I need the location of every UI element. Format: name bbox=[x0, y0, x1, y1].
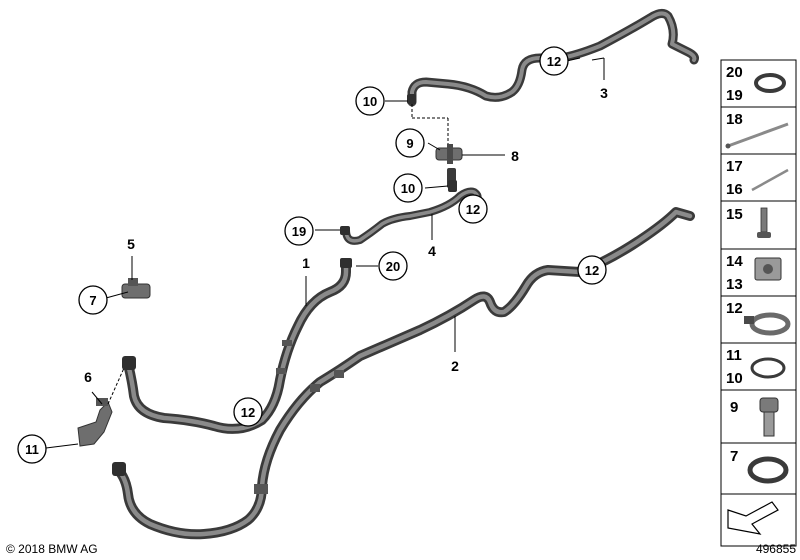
svg-text:12: 12 bbox=[585, 263, 599, 278]
o-ring-icon bbox=[754, 73, 786, 93]
label-8: 8 bbox=[511, 148, 519, 164]
o-ring-icon bbox=[750, 357, 786, 379]
svg-text:9: 9 bbox=[730, 399, 738, 416]
svg-text:16: 16 bbox=[726, 181, 743, 198]
callout-12-mid: 12 bbox=[458, 194, 488, 224]
hose-1 bbox=[122, 258, 352, 434]
sidebar-row-9: 9 bbox=[730, 397, 779, 437]
callout-10-top: 10 bbox=[355, 86, 385, 116]
svg-text:19: 19 bbox=[292, 224, 306, 239]
sidebar-row-arrow bbox=[727, 501, 779, 535]
hose-clamp-icon bbox=[744, 312, 791, 336]
label-4: 4 bbox=[428, 243, 436, 259]
diagram-number: 496855 bbox=[756, 542, 796, 556]
callout-11: 11 bbox=[17, 434, 47, 464]
sidebar-row-20-19: 20 19 bbox=[726, 64, 786, 104]
svg-text:17: 17 bbox=[726, 158, 743, 175]
svg-text:20: 20 bbox=[726, 64, 743, 81]
sidebar-row-7: 7 bbox=[730, 448, 789, 484]
callout-12-right: 12 bbox=[577, 255, 607, 285]
label-6: 6 bbox=[84, 369, 92, 385]
svg-text:7: 7 bbox=[89, 293, 96, 308]
svg-text:12: 12 bbox=[466, 202, 480, 217]
svg-text:7: 7 bbox=[730, 448, 738, 465]
callout-9: 9 bbox=[395, 128, 425, 158]
leader-lines bbox=[315, 57, 605, 267]
svg-text:14: 14 bbox=[726, 253, 743, 270]
svg-text:13: 13 bbox=[726, 276, 743, 293]
svg-text:9: 9 bbox=[406, 136, 413, 151]
svg-text:15: 15 bbox=[726, 206, 743, 223]
sidebar-row-15: 15 bbox=[726, 206, 771, 238]
bracket-8 bbox=[411, 104, 505, 188]
svg-text:12: 12 bbox=[547, 54, 561, 69]
svg-text:12: 12 bbox=[726, 300, 743, 317]
callout-12-bottom: 12 bbox=[233, 397, 263, 427]
svg-text:10: 10 bbox=[401, 181, 415, 196]
screw-icon bbox=[759, 397, 779, 437]
svg-text:12: 12 bbox=[241, 405, 255, 420]
hose-2 bbox=[112, 207, 695, 540]
sidebar-row-17-16: 17 16 bbox=[726, 158, 789, 198]
sidebar-row-11-10: 11 10 bbox=[726, 347, 786, 387]
label-1: 1 bbox=[302, 255, 310, 271]
copyright: © 2018 BMW AG bbox=[6, 542, 98, 556]
clip-5 bbox=[105, 256, 151, 299]
nut-clip-icon bbox=[754, 257, 782, 281]
o-ring-icon bbox=[747, 456, 789, 484]
callout-10-mid: 10 bbox=[393, 173, 423, 203]
svg-text:20: 20 bbox=[386, 259, 400, 274]
callout-19: 19 bbox=[284, 216, 314, 246]
callout-7: 7 bbox=[78, 285, 108, 315]
label-5: 5 bbox=[127, 236, 135, 252]
push-rivet-icon bbox=[757, 207, 771, 238]
callout-12-top: 12 bbox=[539, 46, 569, 76]
svg-text:11: 11 bbox=[25, 442, 39, 457]
svg-text:10: 10 bbox=[726, 370, 743, 387]
label-3: 3 bbox=[600, 85, 608, 101]
hose-4 bbox=[340, 180, 482, 245]
label-2: 2 bbox=[451, 358, 459, 374]
cable-tie-icon bbox=[727, 122, 789, 148]
svg-text:18: 18 bbox=[726, 111, 743, 128]
svg-text:10: 10 bbox=[363, 94, 377, 109]
callout-20: 20 bbox=[378, 251, 408, 281]
cable-tie-icon bbox=[751, 168, 789, 192]
arrow-icon bbox=[727, 501, 779, 535]
sidebar-row-18: 18 bbox=[725, 111, 789, 149]
svg-text:19: 19 bbox=[726, 87, 743, 104]
sidebar-row-14-13: 14 13 bbox=[726, 253, 782, 293]
svg-text:11: 11 bbox=[726, 347, 742, 364]
bracket-6 bbox=[45, 367, 125, 449]
sidebar-row-12: 12 bbox=[726, 300, 791, 336]
